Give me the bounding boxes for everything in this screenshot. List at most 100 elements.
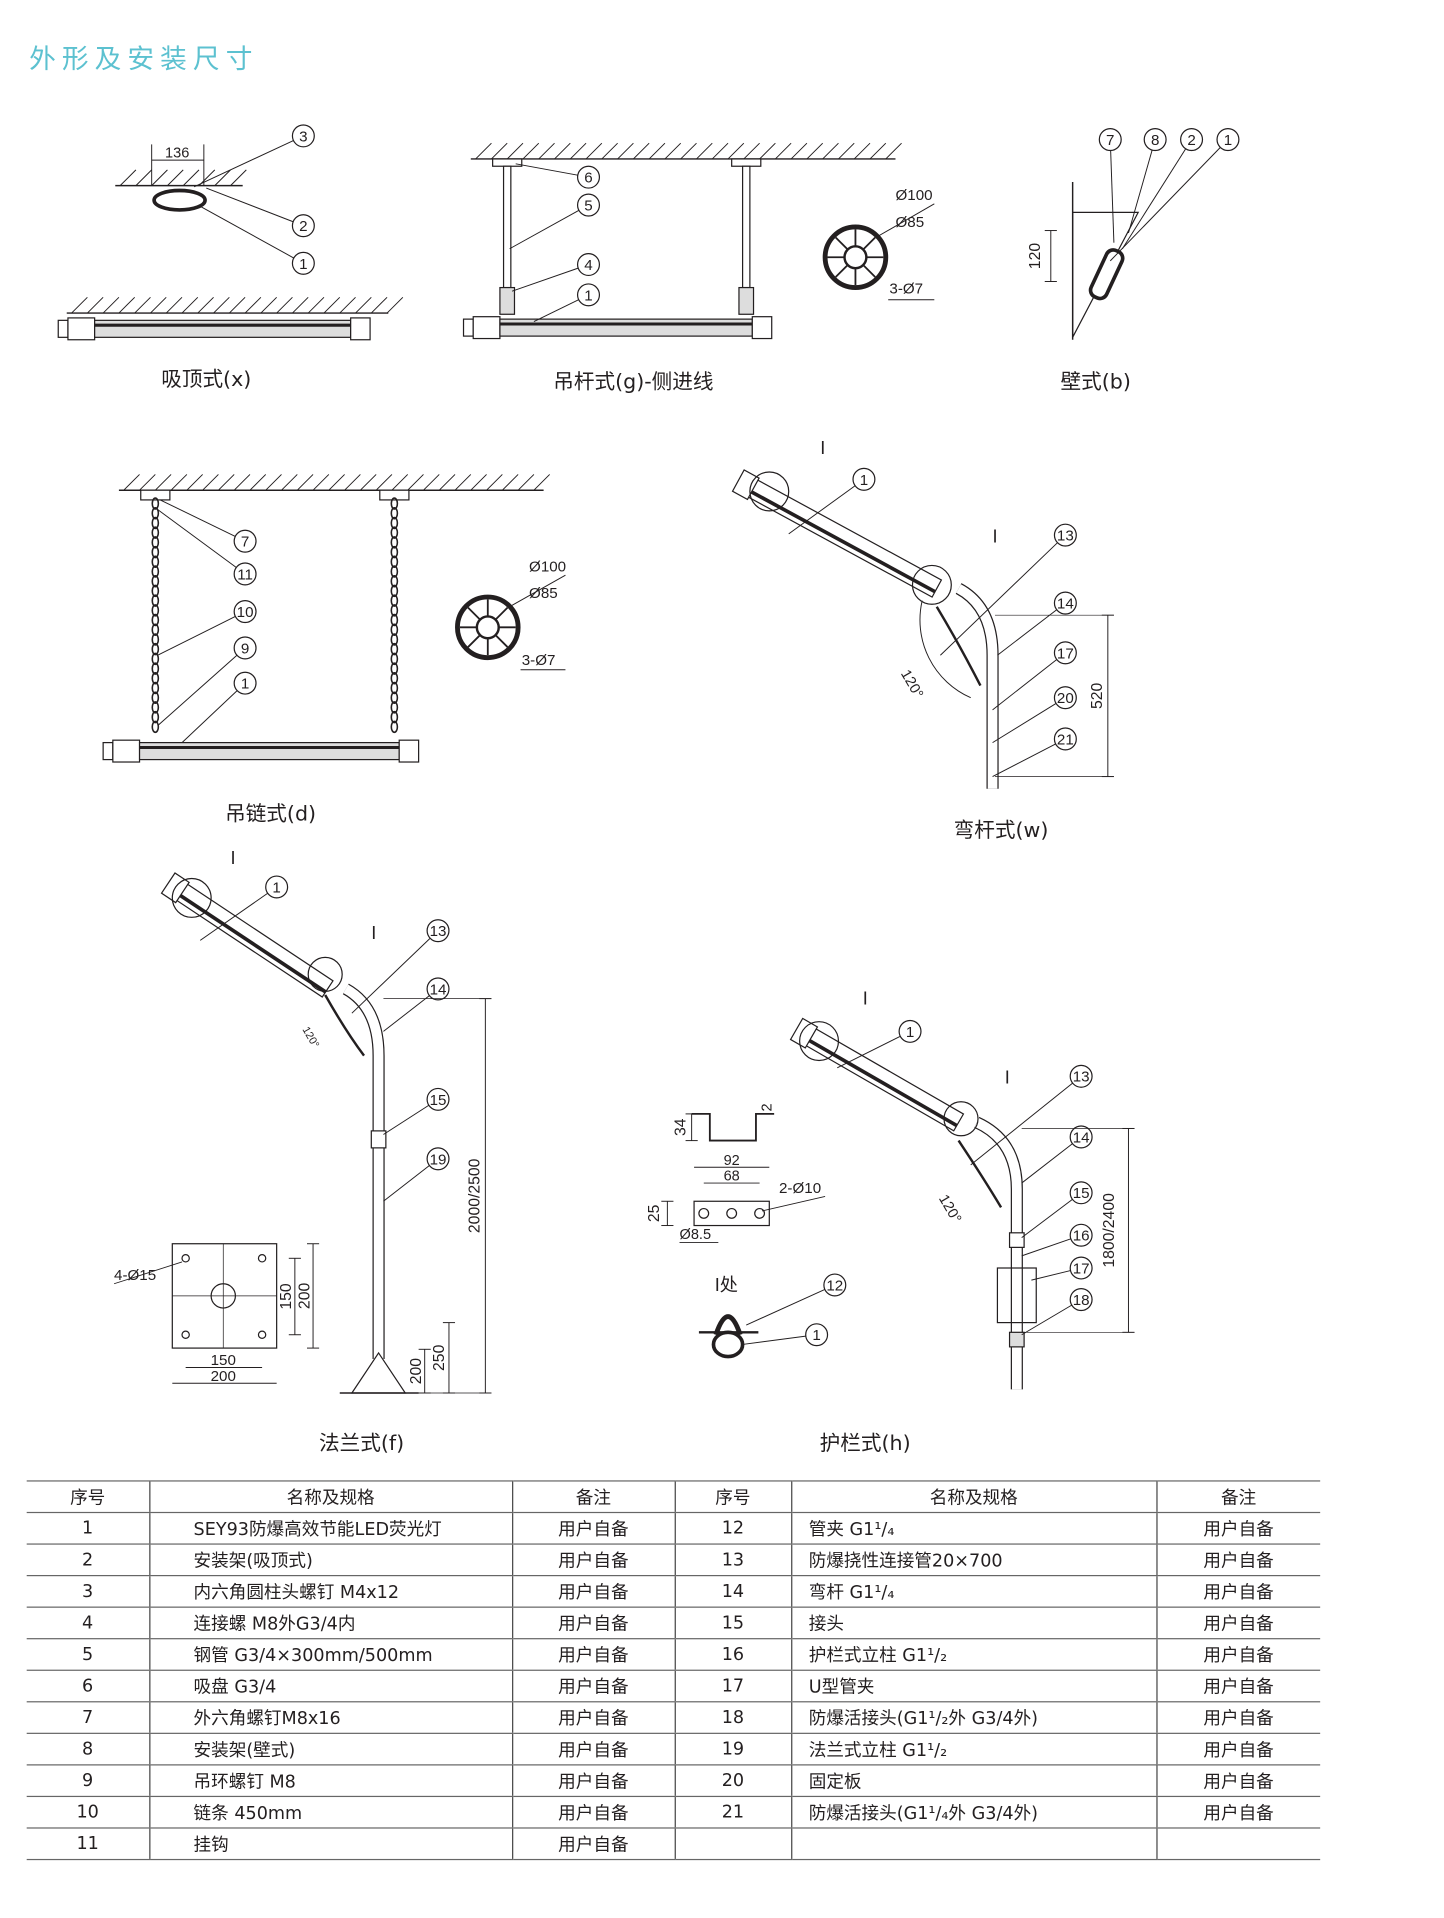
chain-link [390,710,399,724]
leader-line [1021,1143,1073,1184]
lamp-body [138,741,400,761]
hatch-mark [633,142,650,160]
callout-circle [291,124,315,148]
lamp-body [499,318,753,337]
item-no: 3 [26,1574,150,1608]
leader-line [1127,149,1153,234]
chain-link [151,681,160,695]
hatch-mark [759,142,776,160]
detail-circle [911,564,952,605]
dimension-label: 520 [1089,683,1106,710]
item-name: 法兰式立柱 G1¹/₂ [790,1732,1157,1766]
hatch-mark [186,474,203,491]
pipe-section [711,1330,745,1359]
leader-line [509,574,566,608]
dimension-label: 150 [278,1283,295,1310]
item-name: 管夹 G1¹/₄ [790,1511,1157,1545]
dimension-label: 200 [296,1283,313,1310]
leader-line [515,163,578,176]
item-no: 21 [674,1795,792,1829]
callout-circle [233,671,257,695]
hatch-mark [790,142,808,160]
dimension-label: 4-Ø15 [114,1267,156,1284]
item-no: 13 [674,1543,792,1577]
item-note: 用户自备 [511,1606,675,1640]
chain-link [151,536,160,549]
item-note: 用户自备 [511,1827,675,1861]
leader-line [1110,150,1115,243]
hatch-mark [454,474,472,491]
leader-line [742,1335,806,1345]
chain-link [390,497,399,510]
pipe-clamp [713,1314,743,1336]
plate-hole [475,615,500,640]
header-name: 名称及规格 [148,1480,513,1514]
callout-circle [233,600,257,624]
item-note: 用户自备 [511,1795,675,1829]
lamp-end-cap [751,316,773,340]
dimension-label: 25 [646,1204,663,1222]
chain-link [390,507,399,520]
hatch-mark [470,474,487,491]
lamp-end-cap [472,316,501,340]
item-no [674,1827,792,1861]
chain-link [390,681,399,695]
item-note: 用户自备 [1155,1701,1321,1734]
callout-circle [1216,128,1240,152]
header-no: 序号 [26,1480,150,1514]
chain-link [151,555,160,569]
callout-number: 19 [430,1151,447,1168]
leader-line [992,743,1056,778]
item-no: 18 [674,1701,792,1734]
item-name: 外六角螺钉M8x16 [148,1701,513,1734]
callout-number: 1 [584,287,592,304]
hatch-mark [601,142,618,160]
leader-line [383,1165,430,1202]
lamp-stripe [739,484,936,594]
chain-link [390,720,399,734]
chain-link [151,565,160,578]
item-no: 15 [674,1606,792,1640]
item-note: 用户自备 [511,1638,675,1671]
hatch-mark [213,296,230,314]
lamp-end-cap [731,469,760,501]
callout-number: 1 [812,1327,820,1344]
chain-link [390,672,399,685]
bolt-hole [257,1254,267,1263]
hatch-mark [727,142,745,160]
chain-link [390,565,399,578]
hatch-mark [664,142,682,160]
clamp-hole [754,1207,766,1219]
chain-link [390,652,399,666]
hatch-mark [569,142,587,160]
cable-gland [102,741,114,761]
hatch-mark [151,169,168,186]
chain-link [151,545,160,559]
plate-rib [862,236,876,251]
hatch-mark [296,474,314,491]
item-no: 8 [26,1732,150,1766]
lamp-section [1088,248,1125,301]
hatch-mark [648,142,666,160]
callout-circle [1053,591,1077,615]
ceiling-mount [140,489,171,501]
item-name: 防爆活接头(G1¹/₂外 G3/4外) [790,1701,1157,1734]
leader-line [940,542,1058,656]
angle-label: 120° [897,667,926,701]
detail-mark: I [863,989,868,1009]
hatch-mark [370,296,388,314]
hatch-mark [292,296,309,314]
bolt-hole [257,1330,267,1339]
detail-circle [307,956,343,992]
item-name: 接头 [790,1606,1157,1640]
callout-number: 13 [1073,1069,1090,1086]
callout-circle [898,1019,922,1043]
callout-number: 15 [1073,1185,1090,1202]
hatch-mark [181,296,199,314]
leader-line [970,1082,1073,1166]
hatch-mark [119,169,137,186]
chain-link [390,642,399,656]
